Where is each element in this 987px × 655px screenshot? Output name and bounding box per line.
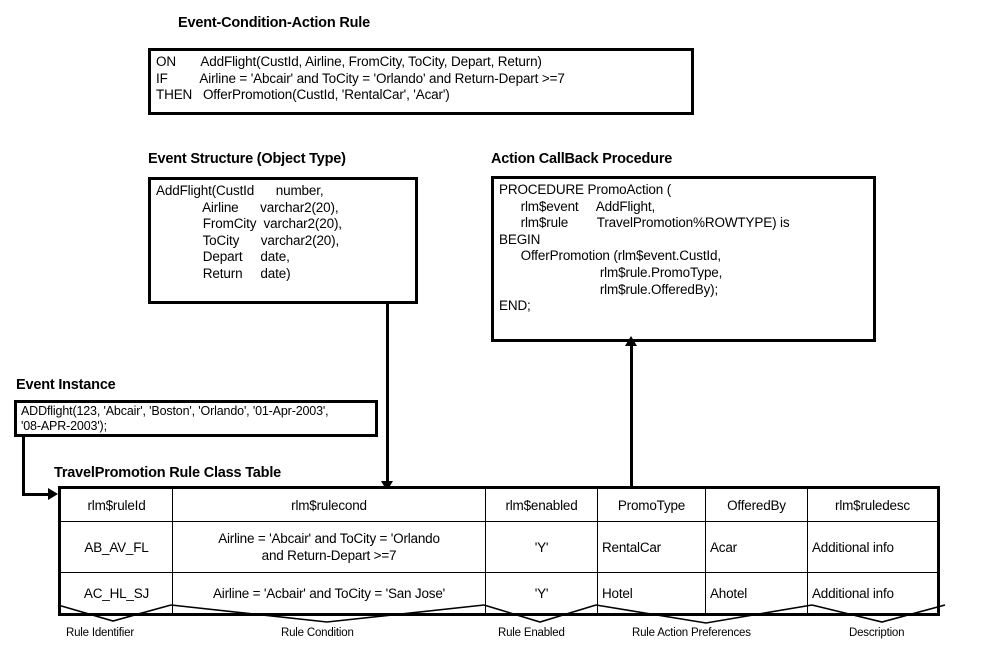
event-instance-text: ADDflight(123, 'Abcair', 'Boston', 'Orla… (21, 404, 329, 433)
cell-ruleid: AB_AV_FL (59, 521, 173, 573)
event-structure-title: Event Structure (Object Type) (148, 151, 346, 167)
cell-offeredby: Acar (705, 521, 808, 573)
action-callback-box: PROCEDURE PromoAction ( rlm$event AddFli… (491, 176, 876, 342)
caption-description: Description (849, 627, 905, 639)
action-callback-title: Action CallBack Procedure (491, 151, 673, 167)
cell-enabled: 'Y' (485, 521, 598, 573)
arrowhead-up-to-action-callback (625, 336, 637, 346)
connector-event-structure-to-table (386, 304, 389, 486)
cell-ruledesc: Additional info (807, 572, 939, 615)
cell-promotype: RentalCar (597, 521, 706, 573)
column-header-rulecond: rlm$rulecond (172, 487, 486, 522)
eca-rule-text: ON AddFlight(CustId, Airline, FromCity, … (156, 54, 565, 103)
caption-rule-action-preferences: Rule Action Preferences (632, 627, 751, 639)
cell-promotype: Hotel (597, 572, 706, 615)
column-header-promotype: PromoType (597, 487, 706, 522)
column-header-offeredby: OfferedBy (705, 487, 808, 522)
cell-offeredby: Ahotel (705, 572, 808, 615)
eca-rule-title: Event-Condition-Action Rule (178, 15, 370, 31)
table-header-row: rlm$ruleId rlm$rulecond rlm$enabled Prom… (59, 487, 939, 522)
table-row: AC_HL_SJ Airline = 'Acbair' and ToCity =… (59, 572, 939, 615)
cell-enabled: 'Y' (485, 572, 598, 615)
column-header-ruleid: rlm$ruleId (59, 487, 173, 522)
arrowhead-right-to-table (48, 488, 58, 500)
connector-table-to-action-callback (630, 342, 633, 488)
table-row: AB_AV_FL Airline = 'Abcair' and ToCity =… (59, 521, 939, 573)
connector-event-instance-horizontal (22, 493, 53, 496)
cell-ruledesc: Additional info (807, 521, 939, 573)
column-header-enabled: rlm$enabled (485, 487, 598, 522)
cell-ruleid: AC_HL_SJ (59, 572, 173, 615)
rule-table-wrapper: rlm$ruleId rlm$rulecond rlm$enabled Prom… (58, 486, 940, 616)
cell-rulecond: Airline = 'Acbair' and ToCity = 'San Jos… (172, 572, 486, 615)
caption-rule-condition: Rule Condition (281, 627, 354, 639)
rule-table-title: TravelPromotion Rule Class Table (54, 465, 282, 481)
connector-event-instance-vertical (22, 437, 25, 496)
rule-class-table: rlm$ruleId rlm$rulecond rlm$enabled Prom… (58, 486, 940, 616)
event-instance-title: Event Instance (16, 377, 116, 393)
eca-rule-box: ON AddFlight(CustId, Airline, FromCity, … (148, 48, 694, 115)
action-callback-text: PROCEDURE PromoAction ( rlm$event AddFli… (499, 182, 790, 314)
event-structure-text: AddFlight(CustId number, Airline varchar… (156, 183, 342, 281)
cell-rulecond: Airline = 'Abcair' and ToCity = 'Orlando… (172, 521, 486, 573)
event-structure-box: AddFlight(CustId number, Airline varchar… (148, 177, 418, 304)
event-instance-box: ADDflight(123, 'Abcair', 'Boston', 'Orla… (14, 400, 378, 437)
column-header-ruledesc: rlm$ruledesc (807, 487, 939, 522)
caption-rule-enabled: Rule Enabled (498, 627, 565, 639)
caption-rule-identifier: Rule Identifier (66, 627, 134, 639)
